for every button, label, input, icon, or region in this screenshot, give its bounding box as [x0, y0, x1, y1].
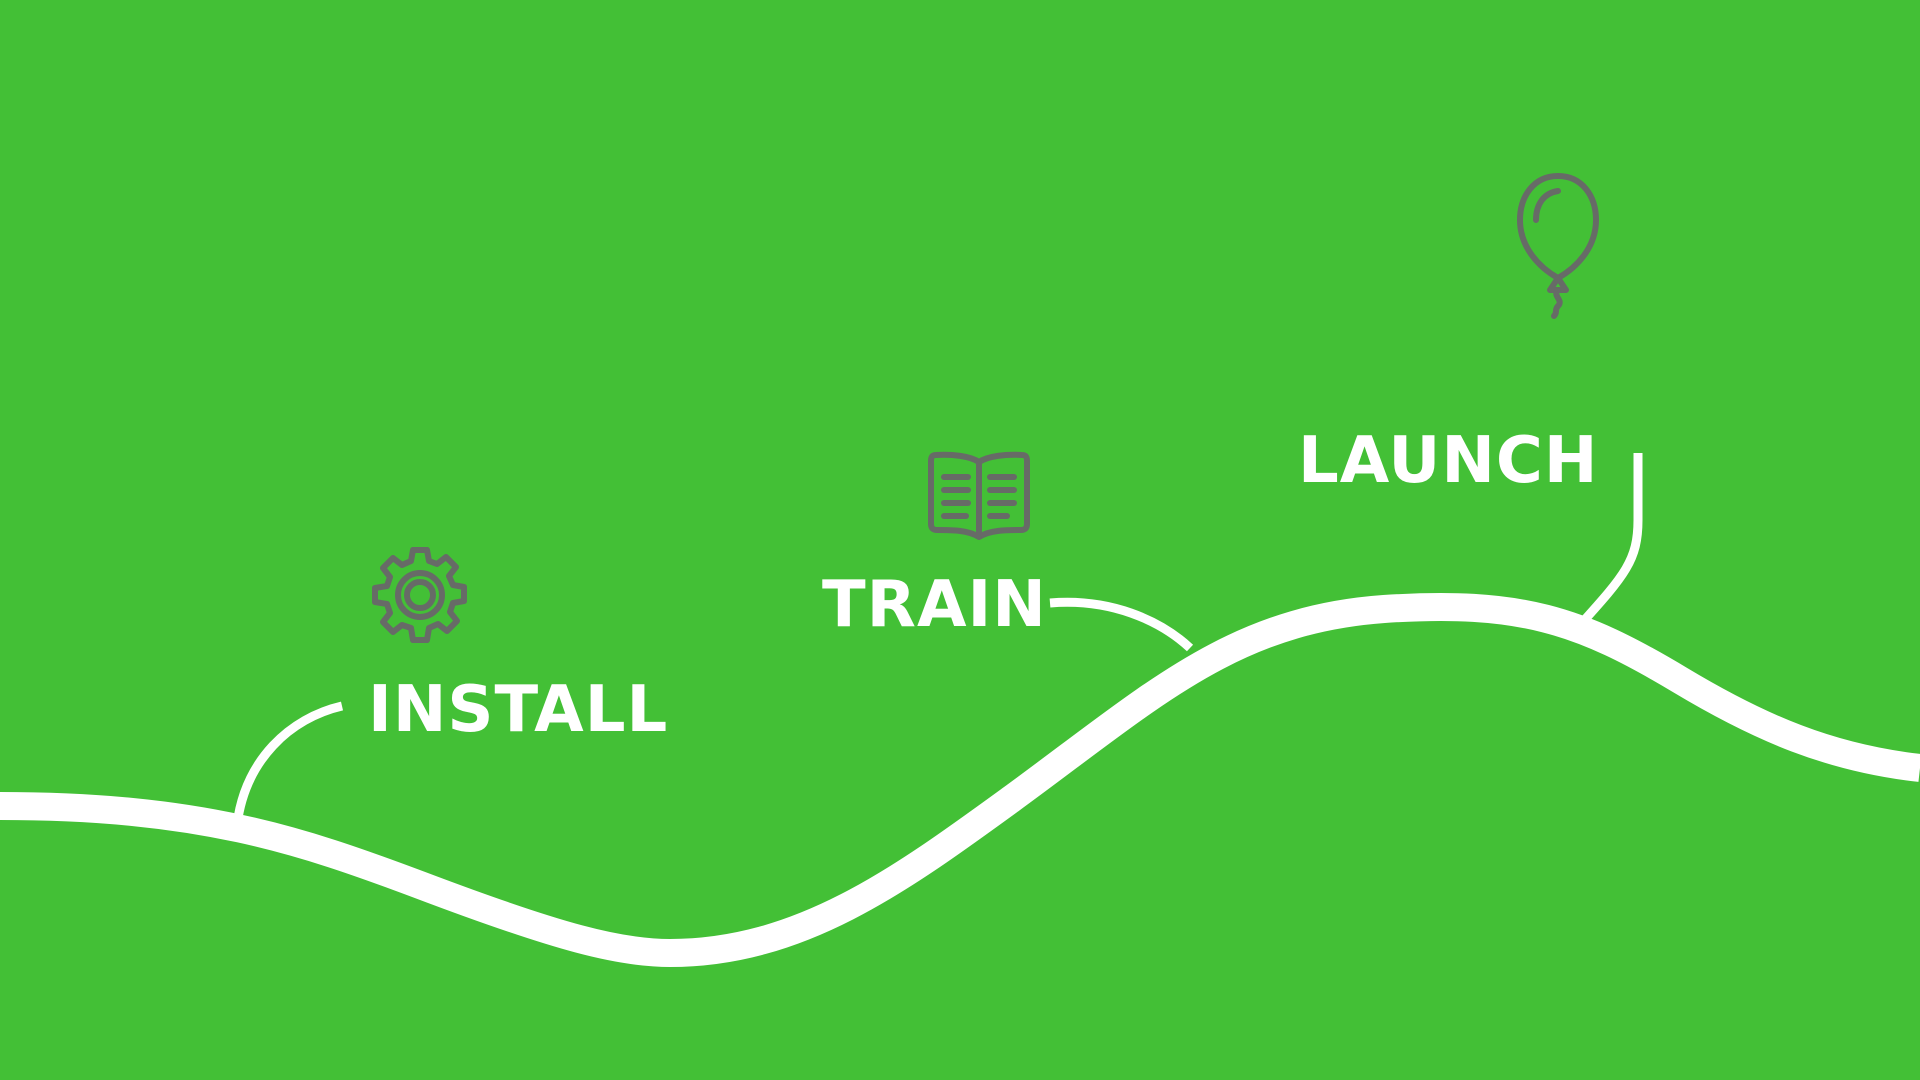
gear-icon — [368, 544, 472, 648]
book-icon — [922, 446, 1036, 542]
step-label-install: INSTALL — [368, 673, 669, 747]
train-connector-line — [1049, 597, 1194, 652]
balloon-icon — [1510, 168, 1606, 324]
install-connector-line — [232, 701, 344, 826]
main-road-curve — [0, 592, 1920, 968]
step-label-train: TRAIN — [822, 568, 1047, 642]
step-label-launch: LAUNCH — [1298, 424, 1599, 498]
launch-connector-line — [1576, 453, 1643, 629]
